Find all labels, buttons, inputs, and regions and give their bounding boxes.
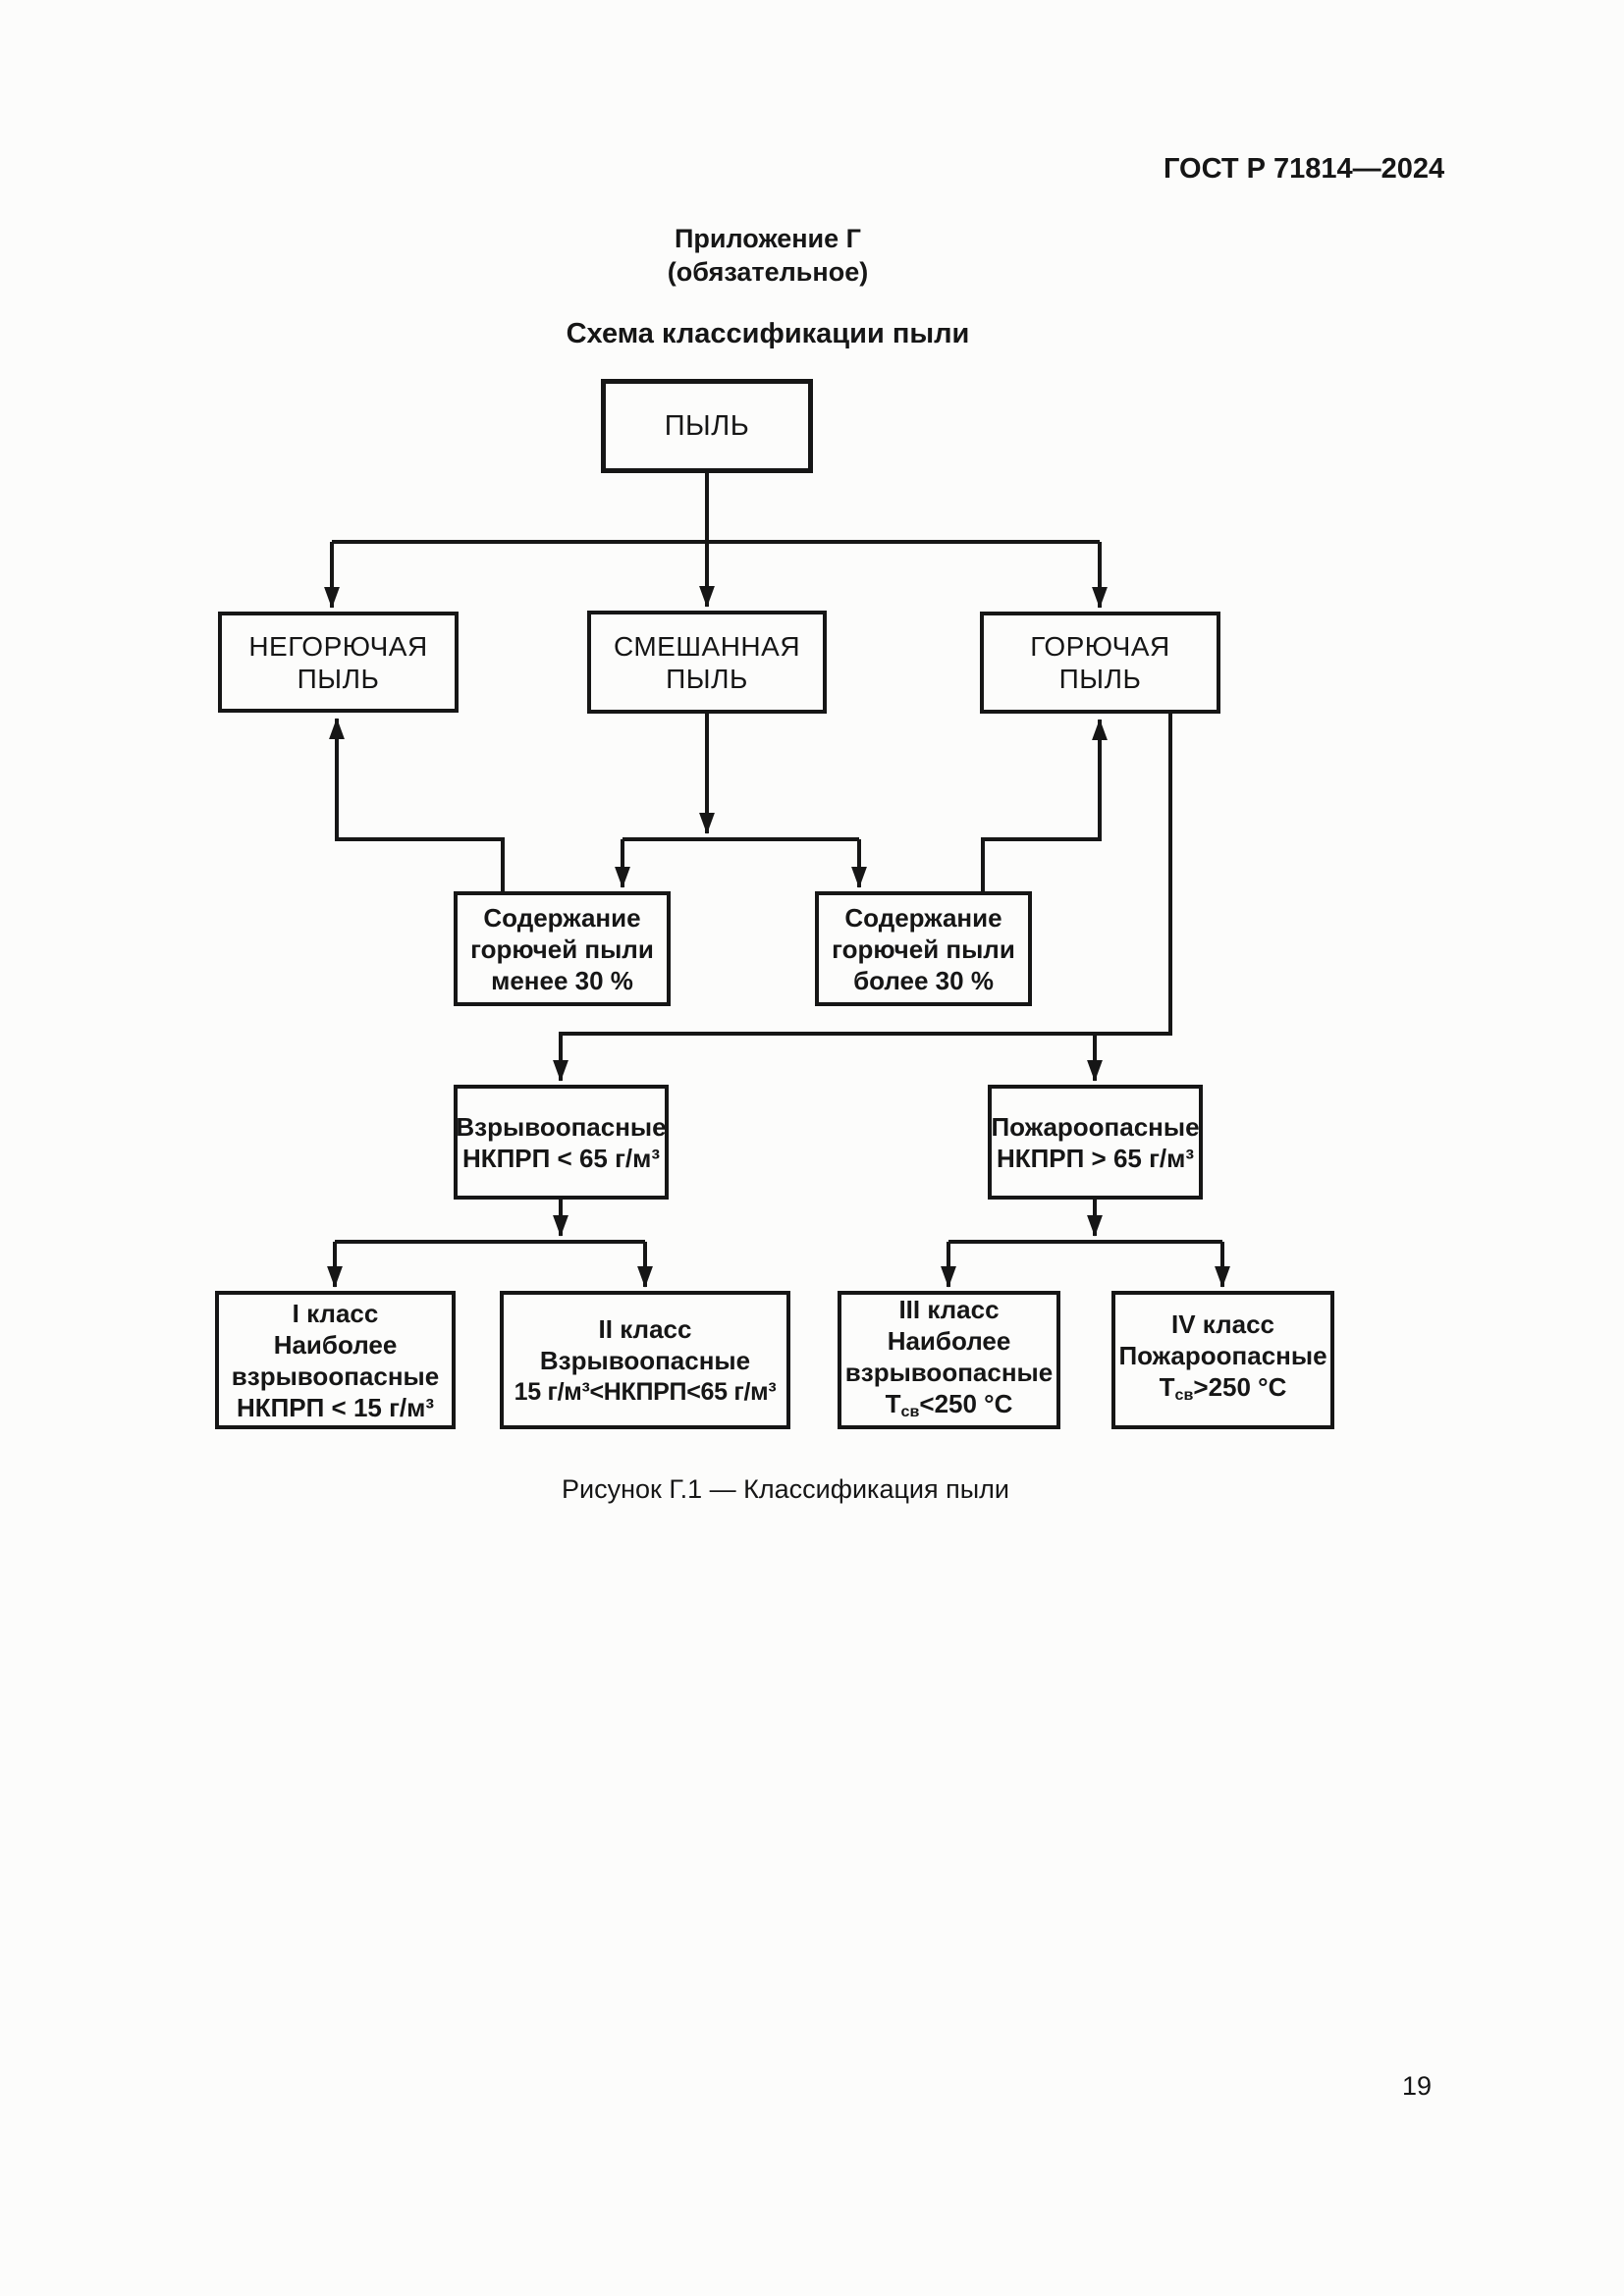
box-explosive: Взрывоопасные НКПРП < 65 г/м³ <box>454 1085 669 1200</box>
connector-less-to-noncombustible <box>329 718 505 891</box>
appendix-subtitle: (обязательное) <box>667 257 869 287</box>
box-fire-hazard-line1: Пожароопасные <box>991 1111 1200 1142</box>
box-mixed-line1: СМЕШАННАЯ <box>613 630 801 662</box>
box-class4-formula-base: Т <box>1159 1372 1175 1403</box>
box-content-more-line3: более 30 % <box>853 965 994 995</box>
box-explosive-line1: Взрывоопасные <box>456 1111 667 1142</box>
box-class3-formula: Тсв<250 °С <box>886 1388 1013 1427</box>
box-class1-line3: взрывоопасные <box>231 1361 440 1391</box>
box-class1-line1: I класс <box>292 1298 379 1328</box>
box-class-2: II класс Взрывоопасные 15 г/м³<НКПРП<65 … <box>500 1291 790 1429</box>
box-class1-line2: Наиболее <box>273 1329 398 1360</box>
box-class4-line2: Пожароопасные <box>1118 1341 1327 1371</box>
box-class3-line1: III класс <box>898 1294 1000 1324</box>
box-dust: ПЫЛЬ <box>601 379 813 473</box>
page-number: 19 <box>1402 2071 1433 2101</box>
box-content-less-30: Содержание горючей пыли менее 30 % <box>454 891 671 1006</box>
box-class-4: IV класс Пожароопасные Тсв>250 °С <box>1111 1291 1334 1429</box>
box-content-more-line2: горючей пыли <box>832 934 1015 964</box>
box-noncombustible-line1: НЕГОРЮЧАЯ <box>248 630 428 662</box>
box-fire-hazard: Пожароопасные НКПРП > 65 г/м³ <box>988 1085 1203 1200</box>
box-class-3: III класс Наиболее взрывоопасные Тсв<250… <box>838 1291 1060 1429</box>
box-noncombustible-dust: НЕГОРЮЧАЯ ПЫЛЬ <box>218 612 459 713</box>
figure-caption: Рисунок Г.1 — Классификация пыли <box>561 1474 1010 1504</box>
box-mixed-line2: ПЫЛЬ <box>666 663 748 694</box>
box-class3-formula-subscript: св <box>900 1402 920 1420</box>
connector-more-to-combustible <box>981 719 1108 891</box>
box-class4-formula: Тсв>250 °С <box>1160 1371 1287 1411</box>
box-explosive-line2: НКПРП < 65 г/м³ <box>461 1143 661 1173</box>
box-class2-line1: II класс <box>598 1313 692 1344</box>
box-class3-formula-base: Т <box>885 1388 901 1418</box>
box-class3-formula-rest: <250 °С <box>919 1388 1013 1418</box>
box-class2-line3: 15 г/м³<НКПРП<65 г/м³ <box>514 1377 777 1406</box>
box-class1-line4: НКПРП < 15 г/м³ <box>236 1392 435 1422</box>
document-header: ГОСТ Р 71814—2024 <box>1164 153 1445 185</box>
box-class4-formula-subscript: св <box>1174 1386 1194 1405</box>
box-combustible-line1: ГОРЮЧАЯ <box>1030 631 1170 662</box>
box-combustible-dust: ГОРЮЧАЯ ПЫЛЬ <box>980 612 1220 714</box>
box-class3-line2: Наиболее <box>887 1325 1011 1356</box>
box-class4-formula-rest: >250 °С <box>1193 1372 1287 1403</box>
box-content-more-line1: Содержание <box>844 902 1002 933</box>
box-noncombustible-line2: ПЫЛЬ <box>297 663 380 694</box>
box-mixed-dust: СМЕШАННАЯ ПЫЛЬ <box>587 611 827 714</box>
box-content-less-line3: менее 30 % <box>491 965 633 995</box>
appendix-title: Приложение Г <box>675 224 861 253</box>
scheme-title: Схема классификации пыли <box>566 318 970 349</box>
box-fire-hazard-line2: НКПРП > 65 г/м³ <box>996 1143 1195 1173</box>
box-dust-label: ПЫЛЬ <box>664 409 750 442</box>
box-class3-line3: взрывоопасные <box>844 1357 1054 1387</box>
box-content-more-30: Содержание горючей пыли более 30 % <box>815 891 1032 1006</box>
box-class4-line1: IV класс <box>1170 1309 1274 1340</box>
box-combustible-line2: ПЫЛЬ <box>1058 664 1142 694</box>
box-content-less-line2: горючей пыли <box>470 934 654 964</box>
box-class2-line2: Взрывоопасные <box>539 1345 751 1375</box>
box-class-1: I класс Наиболее взрывоопасные НКПРП < 1… <box>215 1291 456 1429</box>
box-content-less-line1: Содержание <box>483 902 641 933</box>
